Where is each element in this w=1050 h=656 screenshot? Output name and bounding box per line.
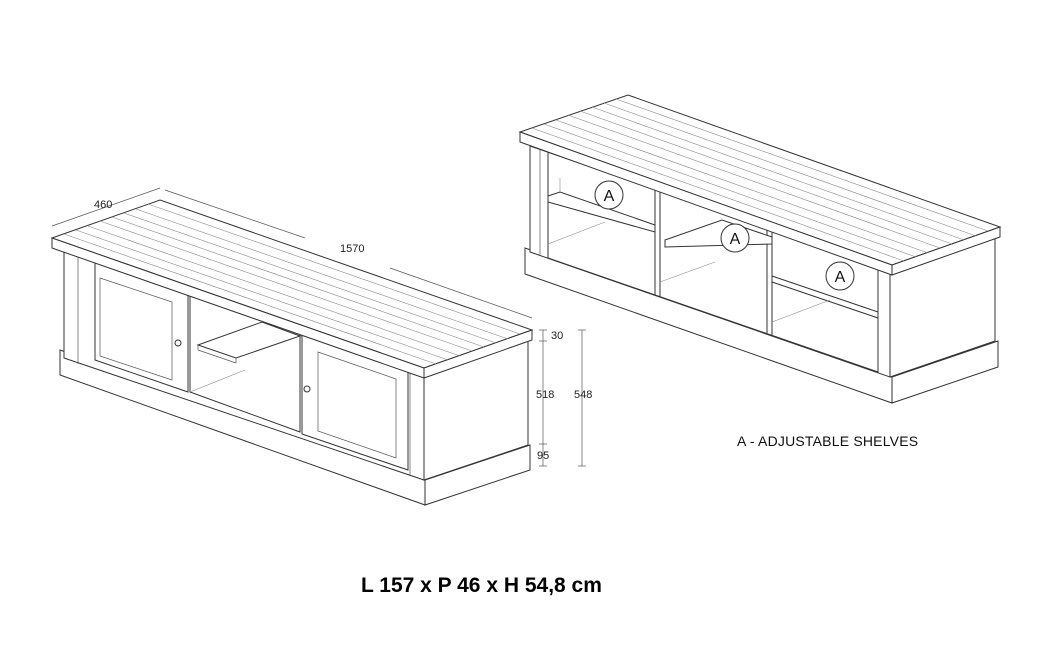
- open-plinth-side: [891, 340, 999, 404]
- top-thickness-label: 30: [551, 330, 563, 342]
- left-knob-icon: [174, 339, 182, 347]
- middle-shelf: [196, 321, 302, 359]
- dimension-labels: 460 1570 30 518 548 95: [94, 199, 592, 462]
- cabinet-front-view: [50, 187, 586, 506]
- adjustable-shelf-right: [771, 275, 879, 319]
- open-top-slab-side: [891, 226, 1001, 276]
- adjustable-shelf-left: [547, 191, 656, 233]
- shelf-callout-3: A: [825, 261, 855, 291]
- svg-text:A: A: [835, 269, 846, 286]
- overall-size-caption: L 157 x P 46 x H 54,8 cm: [361, 574, 602, 597]
- length-dimension-line-left: [164, 189, 306, 239]
- top-planks: [63, 203, 521, 365]
- svg-text:A: A: [730, 231, 741, 248]
- plinth-height-label: 95: [537, 450, 549, 462]
- length-label: 1570: [340, 243, 364, 255]
- shelf-callout-2: A: [720, 223, 750, 253]
- plinth-side: [424, 444, 531, 506]
- right-knob-icon: [303, 385, 311, 393]
- depth-dimension-line: [51, 187, 161, 227]
- open-top-planks: [531, 98, 989, 262]
- legend-adjustable-shelves: A - ADJUSTABLE SHELVES: [737, 433, 918, 449]
- depth-label: 460: [94, 199, 112, 211]
- total-height-label: 548: [574, 389, 592, 401]
- body-height-label: 518: [536, 389, 554, 401]
- svg-text:A: A: [604, 188, 615, 205]
- top-slab-side: [423, 329, 533, 379]
- length-dimension-line-right: [389, 267, 533, 319]
- cabinet-open-view: A A A: [518, 94, 1002, 404]
- shelf-callout-1: A: [594, 180, 624, 210]
